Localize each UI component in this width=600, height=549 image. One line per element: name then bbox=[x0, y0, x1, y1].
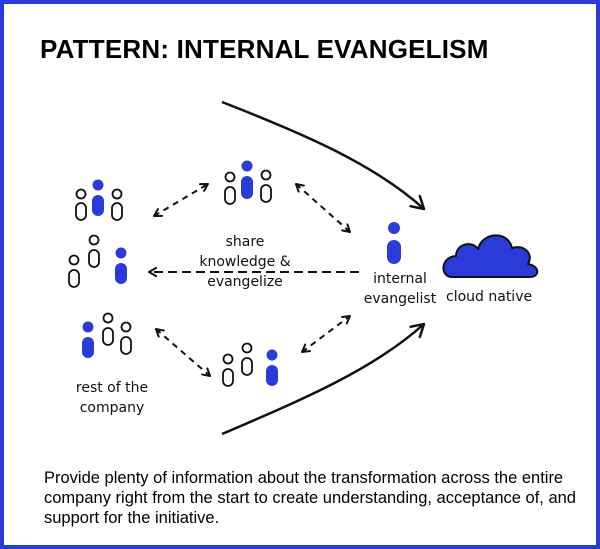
cloud-icon bbox=[442, 234, 539, 278]
dashed-arrow-left-bottom bbox=[155, 328, 211, 377]
dashed-arrow-left-top bbox=[153, 183, 209, 217]
person-group-icon bbox=[222, 342, 278, 387]
page-title: PATTERN: INTERNAL EVANGELISM bbox=[40, 34, 489, 64]
internal-evangelist-label: internal evangelist bbox=[363, 271, 437, 307]
person-icon bbox=[387, 222, 401, 264]
rest-of-company-label: rest of the company bbox=[75, 380, 149, 416]
person-group-icon bbox=[75, 179, 123, 221]
diagram-canvas bbox=[68, 100, 539, 436]
dashed-arrow-top-right bbox=[295, 183, 351, 233]
description-caption: Provide plenty of information about the … bbox=[44, 469, 576, 527]
bottom-long-arrow bbox=[221, 324, 424, 436]
dashed-arrow-bottom-right bbox=[301, 315, 351, 353]
top-long-arrow bbox=[221, 100, 424, 209]
share-knowledge-label: share knowledge & evangelize bbox=[199, 234, 291, 290]
person-group-icon bbox=[82, 312, 132, 358]
cloud-native-label: cloud native bbox=[446, 289, 533, 305]
person-group-icon bbox=[224, 160, 272, 205]
person-group-icon bbox=[68, 234, 127, 288]
